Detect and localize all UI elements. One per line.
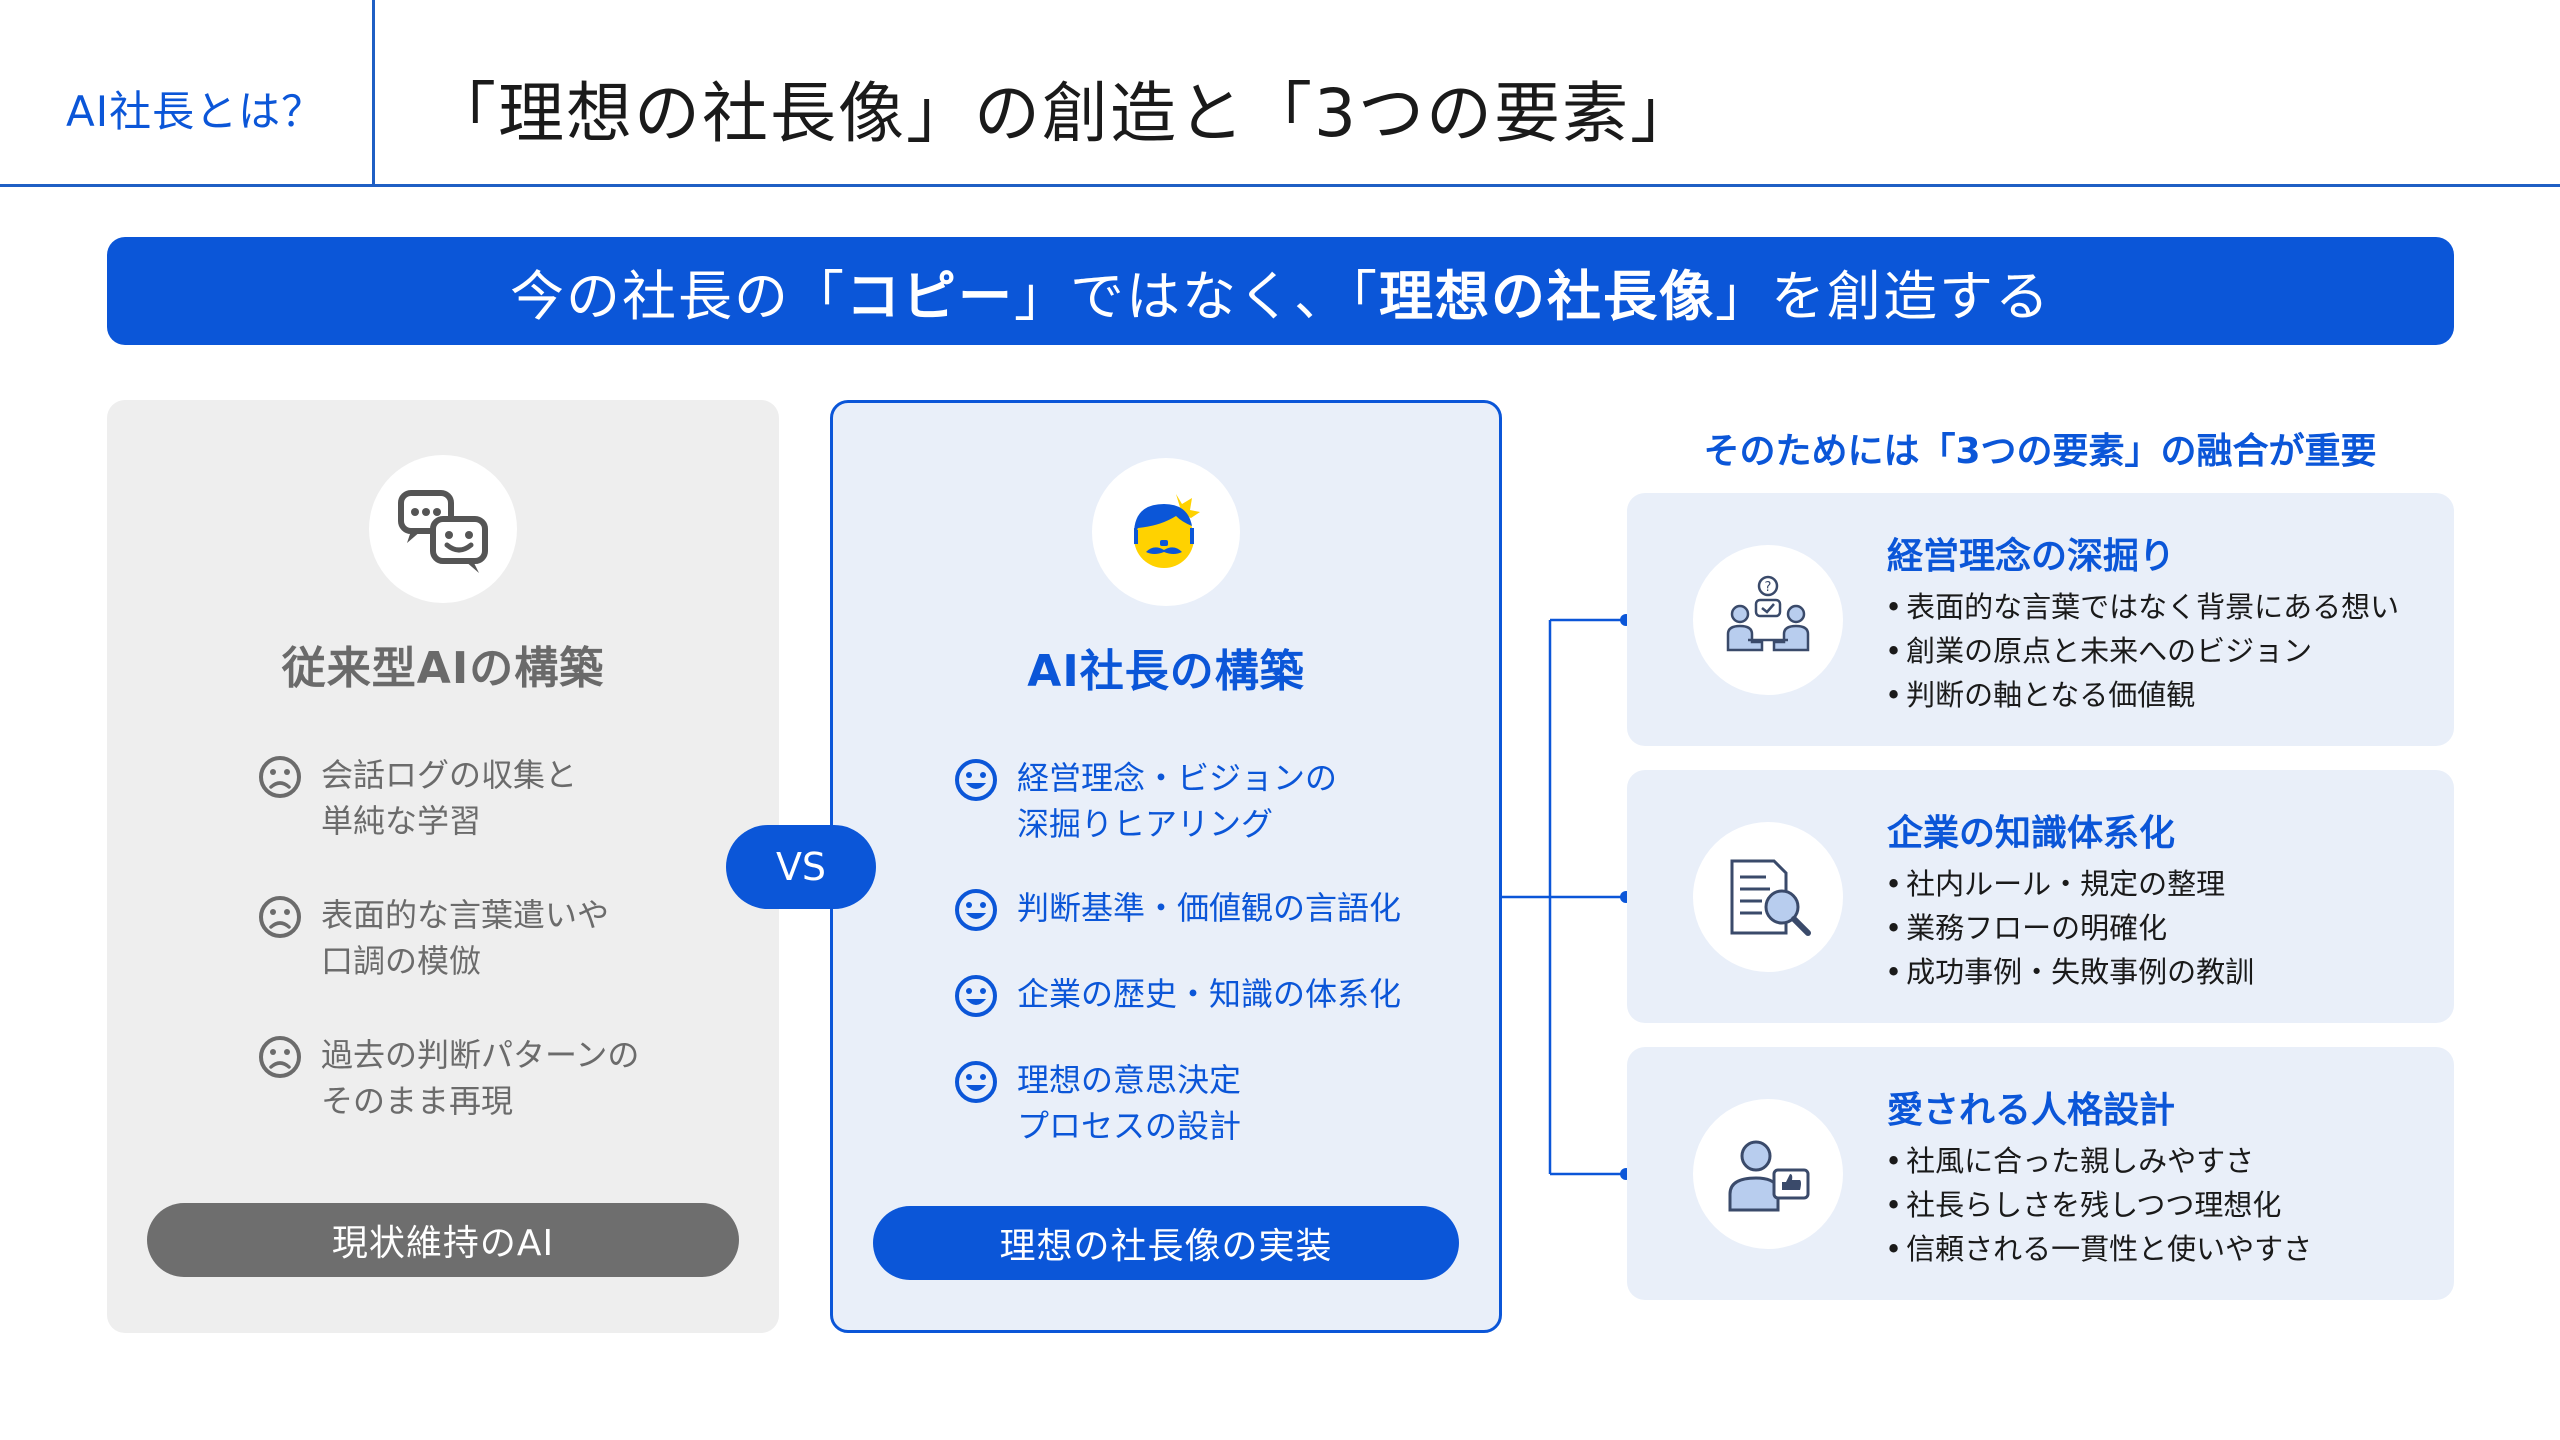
ai-president-face-icon [1092,458,1240,606]
ai-president-title: AI社長の構築 [1027,646,1305,697]
sad-face-icon [259,896,301,938]
list-item-text: 会話ログの収集と 単純な学習 [321,756,578,840]
card-title: 企業の知識体系化 [1887,813,2176,854]
list-item-text: 過去の判断パターンの そのまま再現 [321,1036,640,1120]
ai-president-list: 経営理念・ビジョンの 深掘りヒアリング 判断基準・価値観の言語化 企業の歴史・知… [953,755,1479,1187]
bullet-item: 社風に合った親しみやすさ [1885,1139,2312,1183]
smile-face-icon [955,759,997,801]
card-title: 経営理念の深掘り [1887,536,2176,577]
list-item: 経営理念・ビジョンの 深掘りヒアリング [953,755,1479,847]
list-item-text: 判断基準・価値観の言語化 [1017,889,1402,927]
section-label: AI社長とは？ [66,87,325,136]
bullet-item: 信頼される一貫性と使いやすさ [1885,1227,2312,1271]
smile-face-icon [955,1061,997,1103]
ideal-president-pill: 理想の社長像の実装 [873,1206,1459,1280]
vs-badge: VS [726,825,876,909]
banner-text-3: 」を創造する [1715,264,2051,328]
list-item-text: 表面的な言葉遣いや 口調の模倣 [321,896,610,980]
bullet-item: 創業の原点と未来へのビジョン [1885,629,2399,673]
element-card-knowledge: 企業の知識体系化 社内ルール・規定の整理 業務フローの明確化 成功事例・失敗事例… [1627,770,2454,1023]
sad-face-icon [259,1036,301,1078]
smile-face-icon [955,975,997,1017]
document-search-icon [1693,822,1843,972]
three-elements-heading: そのためには「3つの要素」の融合が重要 [1703,431,2377,472]
card-bullets: 表面的な言葉ではなく背景にある想い 創業の原点と未来へのビジョン 判断の軸となる… [1885,585,2399,717]
element-card-philosophy: ? 経営理念の深掘り 表面的な言葉ではなく背景にある想い 創業の原点と未来へのビ… [1627,493,2454,746]
list-item: 会話ログの収集と 単純な学習 [257,752,759,844]
banner-bold-1: コピー [846,264,1014,328]
list-item-text: 理想の意思決定 プロセスの設計 [1017,1061,1242,1145]
banner-text-2: 」ではなく、「 [1014,264,1379,328]
traditional-ai-title: 従来型AIの構築 [281,643,605,694]
ai-president-panel: AI社長の構築 経営理念・ビジョンの 深掘りヒアリング 判断基準・価値観の言語化… [830,400,1502,1333]
chat-bubbles-icon [369,455,517,603]
list-item: 理想の意思決定 プロセスの設計 [953,1057,1479,1149]
bullet-item: 業務フローの明確化 [1885,906,2254,950]
list-item: 企業の歴史・知識の体系化 [953,971,1479,1019]
element-card-personality: 愛される人格設計 社風に合った親しみやすさ 社長らしさを残しつつ理想化 信頼され… [1627,1047,2454,1300]
bullet-item: 表面的な言葉ではなく背景にある想い [1885,585,2399,629]
sad-face-icon [259,756,301,798]
smile-face-icon [955,889,997,931]
slide-header: AI社長とは？ 「理想の社長像」の創造と「3つの要素」 [0,0,2560,187]
bullet-item: 社長らしさを残しつつ理想化 [1885,1183,2312,1227]
card-title: 愛される人格設計 [1887,1090,2176,1131]
traditional-ai-list: 会話ログの収集と 単純な学習 表面的な言葉遣いや 口調の模倣 過去の判断パターン… [257,752,759,1172]
bullet-item: 成功事例・失敗事例の教訓 [1885,950,2254,994]
banner-bold-2: 理想の社長像 [1379,264,1715,328]
card-bullets: 社内ルール・規定の整理 業務フローの明確化 成功事例・失敗事例の教訓 [1885,862,2254,994]
banner-text-1: 今の社長の「 [510,264,846,328]
status-quo-ai-pill: 現状維持のAI [147,1203,739,1277]
svg-text:?: ? [1765,580,1772,595]
list-item-text: 企業の歴史・知識の体系化 [1017,975,1402,1013]
meeting-people-icon: ? [1693,545,1843,695]
bullet-item: 社内ルール・規定の整理 [1885,862,2254,906]
list-item-text: 経営理念・ビジョンの 深掘りヒアリング [1017,759,1338,843]
bullet-item: 判断の軸となる価値観 [1885,673,2399,717]
traditional-ai-panel: 従来型AIの構築 会話ログの収集と 単純な学習 表面的な言葉遣いや 口調の模倣 … [107,400,779,1333]
list-item: 表面的な言葉遣いや 口調の模倣 [257,892,759,984]
list-item: 判断基準・価値観の言語化 [953,885,1479,933]
person-thumbs-up-icon [1693,1099,1843,1249]
headline-banner: 今の社長の「コピー」ではなく、「理想の社長像」を創造する [107,237,2454,345]
slide-title: 「理想の社長像」の創造と「3つの要素」 [430,75,1698,152]
card-bullets: 社風に合った親しみやすさ 社長らしさを残しつつ理想化 信頼される一貫性と使いやす… [1885,1139,2312,1271]
connector-lines [1500,614,1632,1180]
list-item: 過去の判断パターンの そのまま再現 [257,1032,759,1124]
header-divider [372,0,375,185]
